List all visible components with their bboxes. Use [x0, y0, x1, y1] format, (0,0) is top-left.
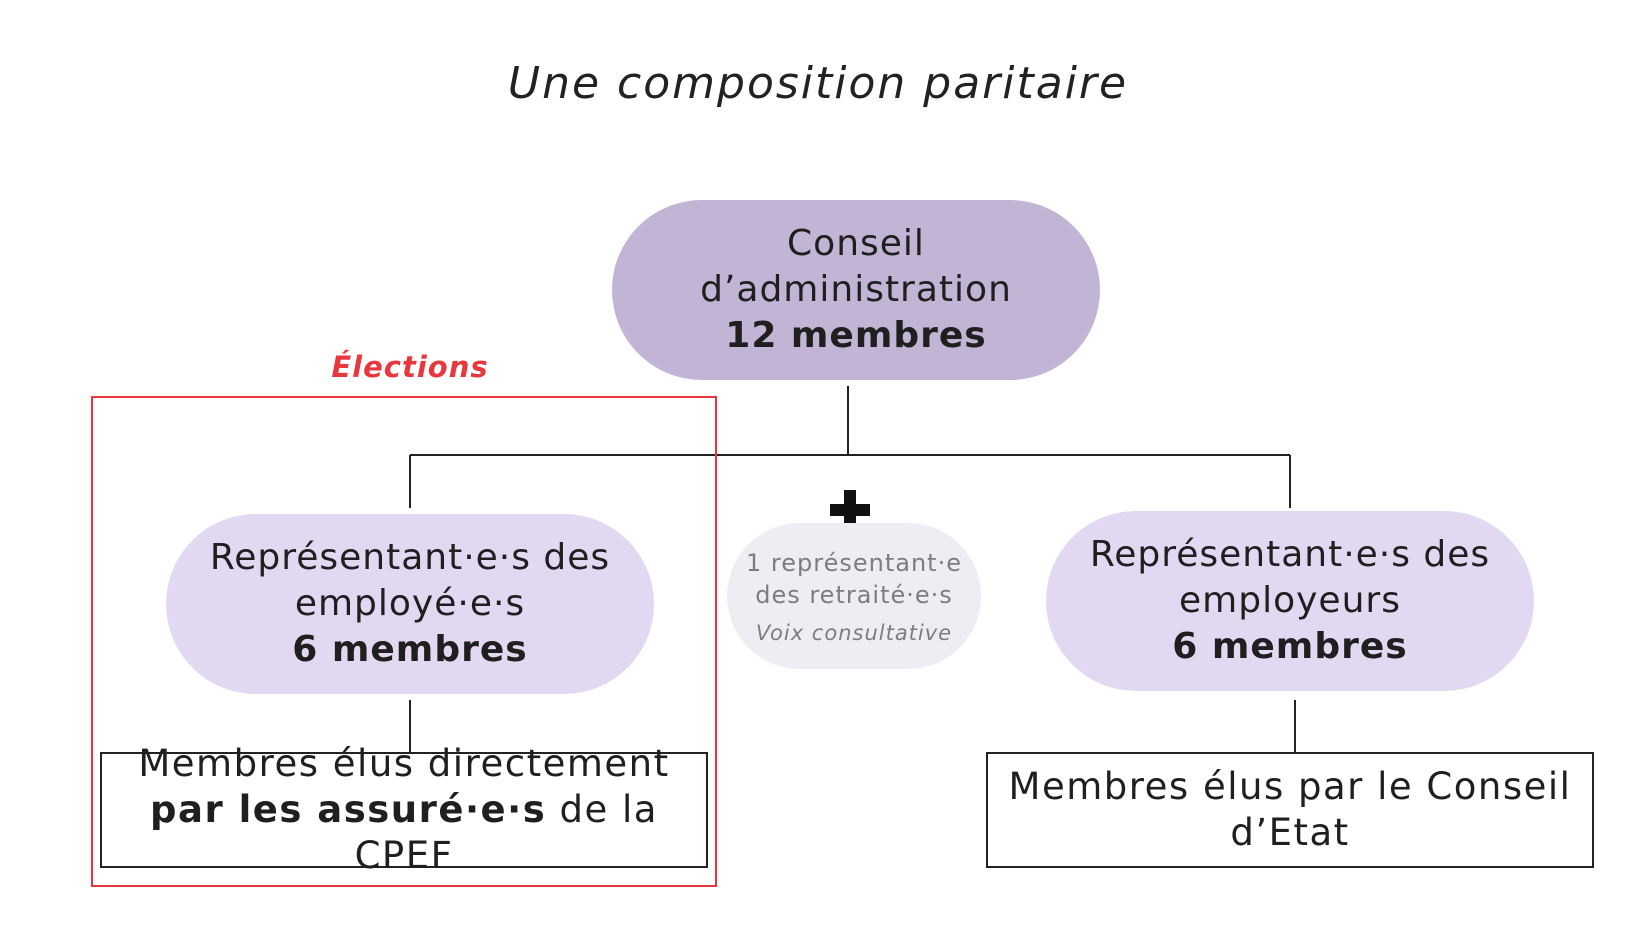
- conseil-line1: Conseil: [787, 223, 925, 264]
- employes-count: 6 membres: [292, 629, 528, 670]
- employes-node: Représentant·e·s des employé·e·s 6 membr…: [166, 514, 654, 694]
- employes-line2: employé·e·s: [294, 583, 526, 624]
- employeurs-node: Représentant·e·s des employeurs 6 membre…: [1046, 511, 1534, 691]
- retraites-line1: 1 représentant·e: [746, 549, 962, 577]
- retraites-line2: des retraité·e·s: [755, 581, 953, 609]
- employes-election-box: Membres élus directement par les assuré·…: [100, 742, 708, 877]
- left-box-bold: par les assuré·e·s: [150, 788, 547, 831]
- employes-line1: Représentant·e·s des: [209, 537, 611, 578]
- conseil-count: 12 membres: [725, 315, 987, 356]
- diagram-title: Une composition paritaire: [507, 58, 1129, 109]
- employeurs-count: 6 membres: [1172, 626, 1408, 667]
- left-box-line1: Membres élus directement: [138, 742, 670, 785]
- right-box-line2: d’Etat: [1230, 811, 1350, 854]
- plus-icon: [830, 490, 870, 530]
- elections-frame: [91, 396, 717, 887]
- left-box-rest: de la CPEF: [354, 788, 658, 877]
- left-box-line2: par les assuré·e·s de la CPEF: [102, 787, 706, 879]
- retraites-node: 1 représentant·e des retraité·e·s Voix c…: [727, 523, 981, 669]
- conseil-node: Conseil d’administration 12 membres: [612, 200, 1100, 380]
- retraites-note: Voix consultative: [755, 621, 953, 645]
- employeurs-election-box: Membres élus par le Conseil d’Etat: [986, 752, 1594, 868]
- elections-label: Élections: [331, 350, 489, 384]
- employeurs-line1: Représentant·e·s des: [1089, 534, 1491, 575]
- conseil-line2: d’administration: [700, 269, 1012, 310]
- right-box-line1: Membres élus par le Conseil: [1008, 765, 1572, 808]
- employeurs-line2: employeurs: [1179, 580, 1401, 621]
